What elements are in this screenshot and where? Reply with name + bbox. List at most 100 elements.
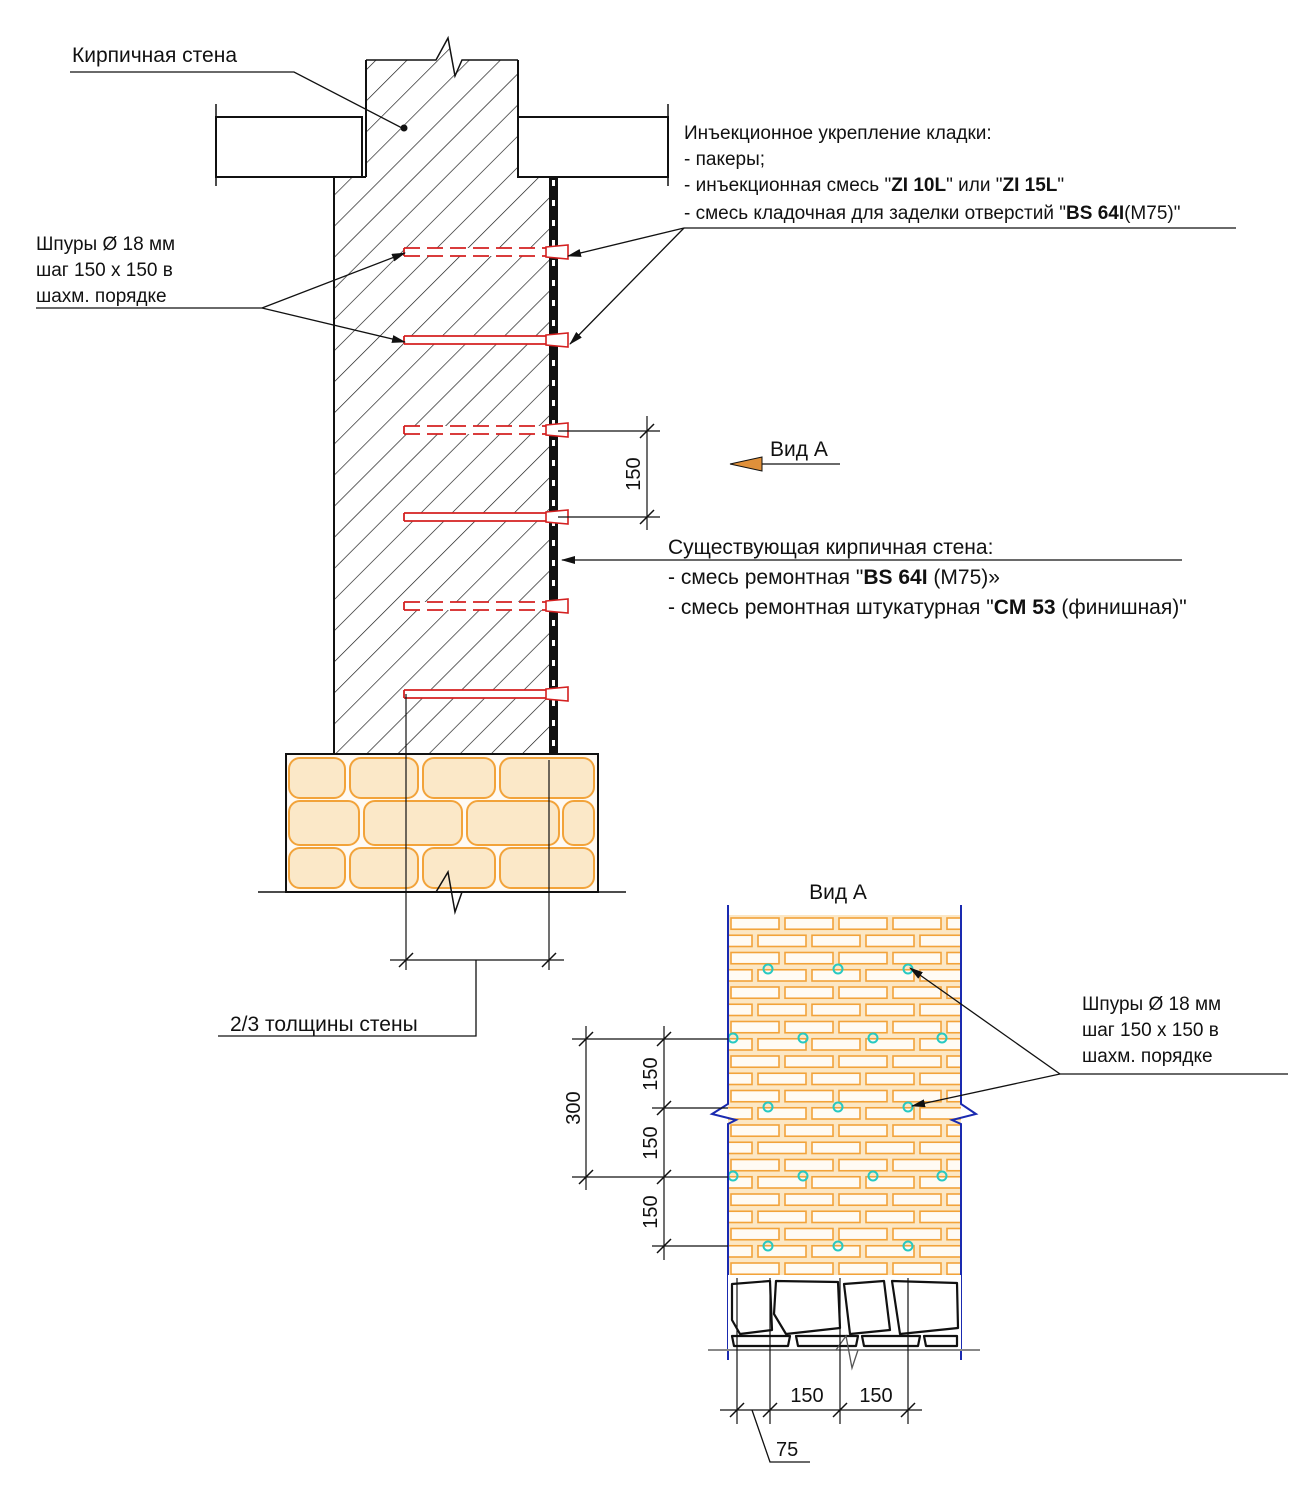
brick	[730, 986, 780, 1000]
brick	[974, 970, 1022, 981]
injection-hole	[403, 686, 569, 702]
injection-line1: - пакеры;	[684, 149, 765, 170]
brick	[811, 1106, 861, 1120]
brick	[650, 935, 698, 946]
upper-wall	[366, 40, 518, 177]
existing-title: Существующая кирпичная стена:	[668, 536, 993, 559]
dimensions-horizontal: 150 150 75	[720, 1278, 922, 1463]
brick	[838, 1158, 888, 1172]
wall-section	[215, 35, 669, 915]
brick	[974, 935, 1022, 946]
brick	[811, 1072, 861, 1086]
stone	[288, 847, 346, 889]
brick-wall-body	[334, 177, 554, 754]
brick	[728, 1037, 753, 1051]
rubble-stone	[730, 1279, 774, 1336]
injection-hole	[403, 598, 569, 614]
brick	[1001, 987, 1049, 998]
brick	[865, 1072, 915, 1086]
brick	[892, 951, 942, 965]
stone	[422, 757, 496, 799]
brick	[677, 1056, 725, 1067]
brick	[919, 1175, 961, 1189]
brick	[919, 934, 961, 948]
brick	[919, 1003, 961, 1017]
hole-mark	[832, 1240, 844, 1252]
hole-mark	[936, 1170, 948, 1182]
brick	[728, 968, 753, 982]
brick	[728, 1072, 753, 1086]
rubble-stone	[772, 1279, 842, 1336]
brick	[811, 1210, 861, 1224]
brick	[650, 970, 698, 981]
brick	[946, 1262, 961, 1275]
label-injection: Инъекционное укрепление кладки: - пакеры…	[567, 123, 1236, 345]
holes2-line3: шахм. порядке	[1082, 1046, 1213, 1067]
brick	[865, 1210, 915, 1224]
stone	[499, 847, 595, 889]
brick	[892, 1089, 942, 1103]
brick	[811, 1003, 861, 1017]
brick	[892, 1158, 942, 1172]
brick	[919, 1037, 961, 1051]
brick	[730, 917, 780, 931]
brick	[1001, 1229, 1049, 1240]
hole-mark	[762, 1101, 774, 1113]
brick	[974, 1073, 1022, 1084]
two-thirds-text: 2/3 толщины стены	[230, 1013, 418, 1036]
brick	[784, 1227, 834, 1241]
brick	[677, 1160, 725, 1171]
injection-hole	[403, 244, 569, 260]
brick	[838, 917, 888, 931]
brick	[677, 1263, 725, 1274]
brick	[757, 1037, 807, 1051]
injection-hole	[403, 332, 569, 348]
injection-hole	[403, 422, 569, 438]
brick	[728, 1210, 753, 1224]
holes2-line2: шаг 150 х 150 в	[1082, 1020, 1219, 1041]
brick	[730, 1089, 780, 1103]
brick	[757, 1106, 807, 1120]
brick	[1001, 1091, 1049, 1102]
existing-line2: - смесь ремонтная штукатурная "CM 53 (фи…	[668, 596, 1187, 619]
hole-mark	[867, 1170, 879, 1182]
brick	[1001, 1263, 1049, 1274]
brick	[757, 1141, 807, 1155]
injection-line3: - смесь кладочная для заделки отверстий …	[684, 203, 1180, 224]
brick	[728, 1106, 753, 1120]
brick	[811, 1141, 861, 1155]
dim-150-h1: 150	[790, 1385, 823, 1407]
brick	[838, 951, 888, 965]
brick	[946, 1158, 961, 1172]
brick	[946, 1193, 961, 1207]
stone	[363, 800, 463, 846]
brick	[865, 1244, 915, 1258]
brick	[838, 1124, 888, 1138]
brick	[730, 1193, 780, 1207]
brick	[677, 1091, 725, 1102]
label-brick-wall: Кирпичная стена	[70, 44, 408, 132]
brick	[728, 1141, 753, 1155]
brick	[677, 1194, 725, 1205]
brick	[784, 1158, 834, 1172]
brick	[919, 1141, 961, 1155]
brick	[677, 918, 725, 929]
rubble-stone	[860, 1334, 922, 1348]
brick	[946, 1020, 961, 1034]
brick	[974, 1108, 1022, 1119]
brick	[650, 1004, 698, 1015]
brick	[838, 1089, 888, 1103]
injection-holes	[403, 244, 569, 702]
brick	[838, 1193, 888, 1207]
injection-line2: - инъекционная смесь "ZI 10L" или "ZI 15…	[684, 175, 1064, 196]
brick	[784, 1020, 834, 1034]
brick	[784, 1089, 834, 1103]
brick	[677, 953, 725, 964]
brick	[865, 1037, 915, 1051]
stone-foundation	[285, 753, 599, 893]
brick	[677, 1229, 725, 1240]
floor-slab-left	[215, 116, 363, 178]
brick	[728, 1175, 753, 1189]
brick	[892, 1124, 942, 1138]
